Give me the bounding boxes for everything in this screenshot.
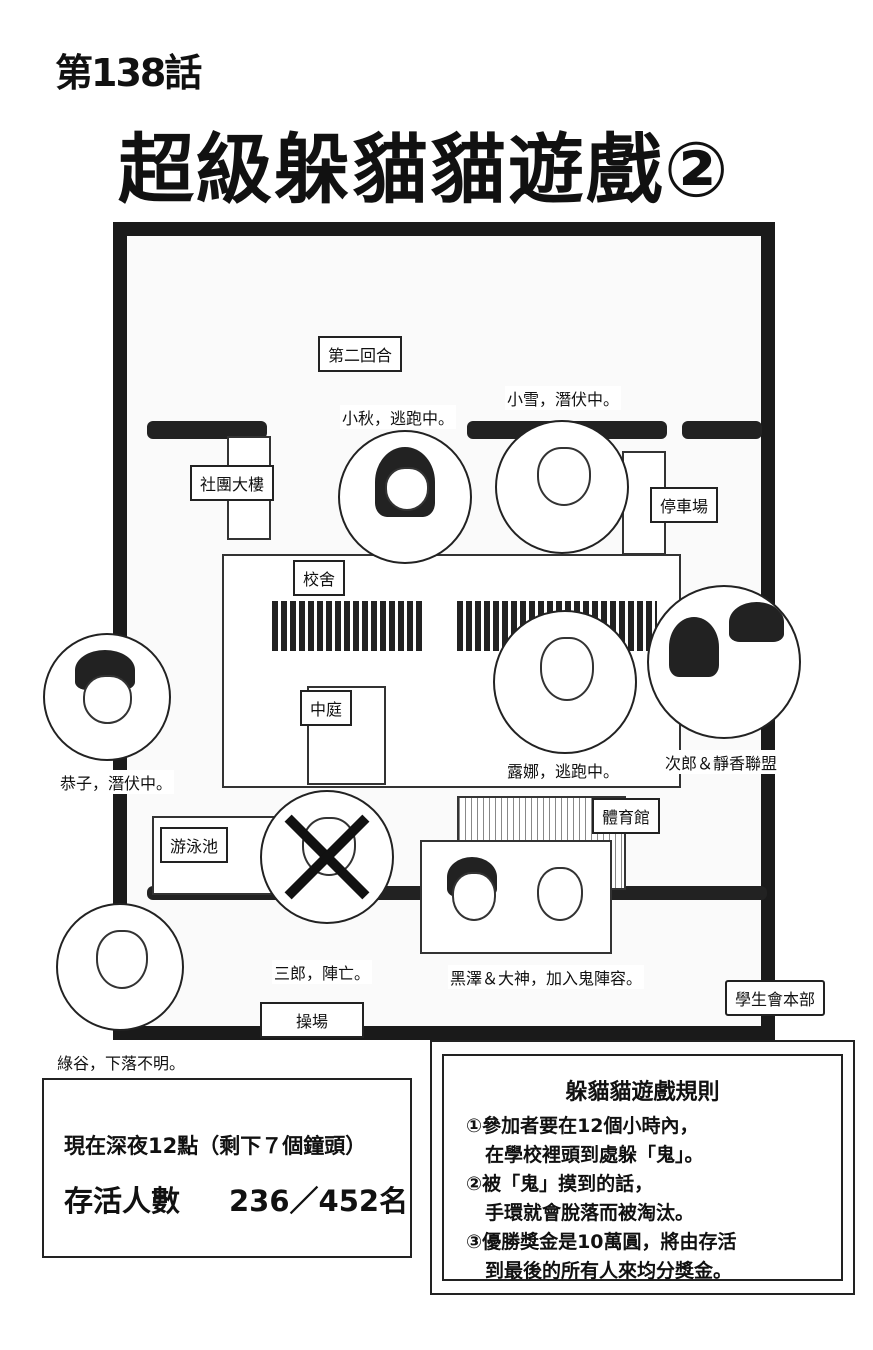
caption-kyoko: 恭子，潛伏中。: [58, 770, 175, 794]
label-parking: 停車場: [650, 487, 719, 523]
kurosawa-okami-panel: [420, 840, 612, 954]
character-kyoko-bubble: [43, 633, 171, 761]
character-saburo-bubble: [260, 790, 394, 924]
rule-line: 在學校裡頭到處躲「鬼」。: [466, 1144, 704, 1166]
chapter-title: 超級躲貓貓遊戲②: [118, 125, 731, 214]
caption-saburo: 三郎，陣亡。: [272, 960, 373, 984]
caption-alliance: 次郎＆靜香聯盟: [663, 750, 780, 774]
status-box: 現在深夜12點（剩下７個鐘頭） 存活人數 236／452名: [42, 1078, 412, 1258]
survivor-count: 236／452名: [229, 1184, 409, 1218]
character-luna-bubble: [493, 610, 637, 754]
label-school: 校舍: [293, 560, 346, 596]
hedge: [682, 421, 762, 439]
chapter-number: 第138話: [55, 51, 202, 95]
hedge: [147, 421, 267, 439]
rule-line: 手環就會脫落而被淘汰。: [466, 1202, 695, 1224]
windows: [272, 601, 422, 651]
label-club-building: 社團大樓: [190, 465, 275, 501]
rules-title: 躲貓貓遊戲規則: [565, 1080, 720, 1105]
character-midoriya-bubble: [56, 903, 184, 1031]
caption-midoriya: 綠谷，下落不明。: [55, 1050, 188, 1074]
character-yuki-bubble: [495, 420, 629, 554]
character-alliance-bubble: [647, 585, 801, 739]
label-field: 操場: [260, 1002, 364, 1038]
caption-luna: 露娜，逃跑中。: [505, 758, 622, 782]
rule-line: ③優勝獎金是10萬圓，將由存活: [466, 1231, 737, 1253]
label-gym: 體育館: [592, 798, 661, 834]
label-pool: 游泳池: [160, 827, 229, 863]
current-time: 現在深夜12點（剩下７個鐘頭）: [64, 1134, 367, 1158]
label-student-council: 學生會本部: [725, 980, 826, 1016]
caption-kurosawa: 黑澤＆大神，加入鬼陣容。: [448, 965, 645, 989]
character-aki-bubble: [338, 430, 472, 564]
label-round: 第二回合: [318, 336, 403, 372]
label-courtyard: 中庭: [300, 690, 353, 726]
caption-yuki: 小雪，潛伏中。: [505, 386, 622, 410]
caption-aki: 小秋，逃跑中。: [340, 405, 457, 429]
rule-line: 到最後的所有人來均分獎金。: [466, 1260, 733, 1282]
rule-line: ②被「鬼」摸到的話，: [466, 1173, 654, 1195]
rules-box: 躲貓貓遊戲規則 ①參加者要在12個小時內， 在學校裡頭到處躲「鬼」。 ②被「鬼」…: [430, 1040, 855, 1295]
rule-line: ①參加者要在12個小時內，: [466, 1115, 699, 1137]
survivors-label: 存活人數: [64, 1184, 181, 1218]
